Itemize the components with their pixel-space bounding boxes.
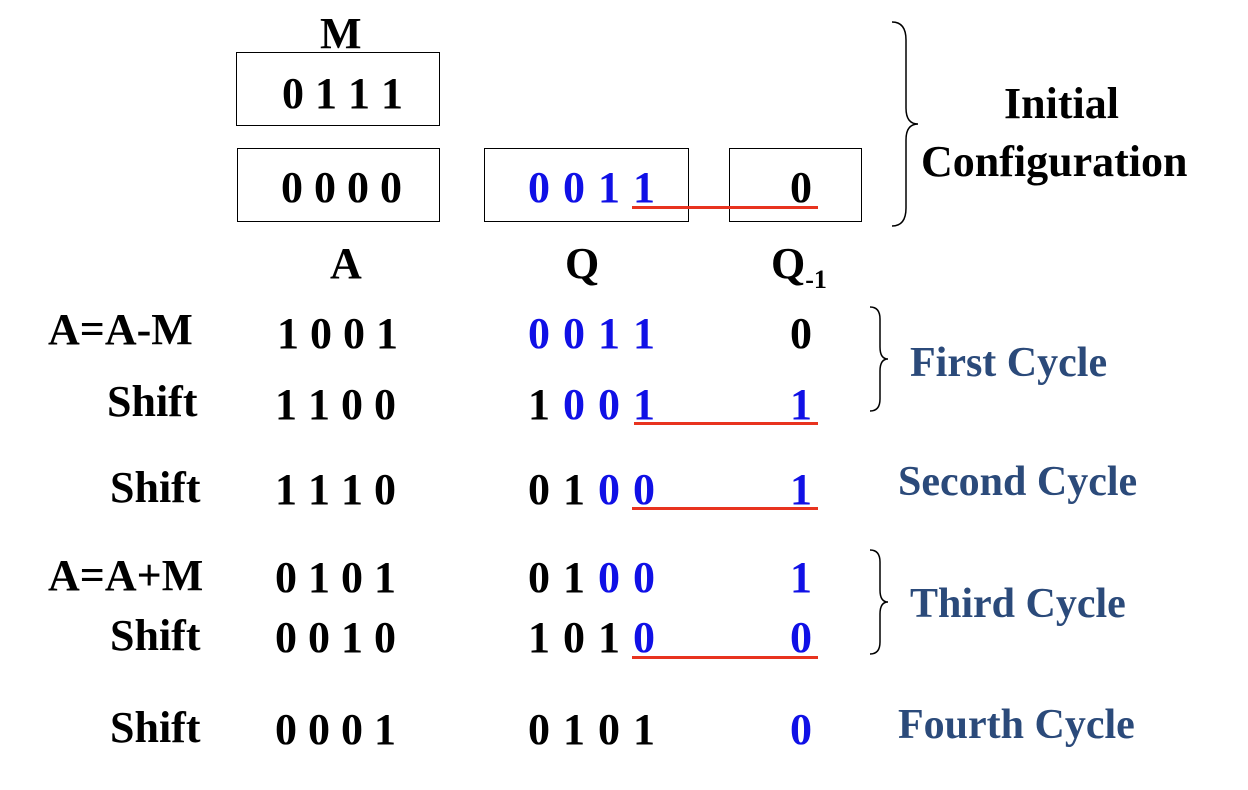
register-a-init: 0 0 0 0	[281, 163, 402, 212]
q-digit: 1	[633, 705, 655, 754]
q-digit: 1	[528, 613, 550, 662]
register-m-value: 0 1 1 1	[282, 69, 403, 118]
q-digit: 1	[633, 309, 655, 358]
initial-config-line2: Configuration	[921, 137, 1188, 186]
q-digit: 0	[528, 553, 550, 602]
register-q1-box	[729, 148, 862, 222]
register-m-box	[236, 52, 440, 126]
q-digit: 1	[563, 465, 585, 514]
row-q1-5: 0	[790, 613, 812, 662]
q-digit: 1	[563, 705, 585, 754]
row-op-5: Shift	[110, 611, 201, 660]
shift-link-1	[634, 422, 818, 425]
q-digit: 0	[633, 465, 655, 514]
q-digit: 1	[598, 613, 620, 662]
column-a-label: A	[330, 239, 362, 288]
q-digit: 0	[528, 465, 550, 514]
row-q1-2: 1	[790, 380, 812, 429]
third-cycle-label: Third Cycle	[910, 581, 1126, 627]
fourth-cycle-label: Fourth Cycle	[898, 702, 1135, 748]
q-digit: 0	[633, 613, 655, 662]
q-digit: 0	[633, 553, 655, 602]
initial-config-brace	[891, 21, 919, 227]
row-a-1: 1 0 0 1	[277, 309, 398, 358]
row-q1-6: 0	[790, 705, 812, 754]
q-digit: 0	[598, 380, 620, 429]
column-q-label: Q	[565, 239, 600, 288]
q-digit: 0	[598, 465, 620, 514]
row-op-6: Shift	[110, 703, 201, 752]
q-digit: 1	[598, 309, 620, 358]
column-q1-label: Q-1	[771, 239, 827, 294]
row-q1-1: 0	[790, 309, 812, 358]
second-cycle-label: Second Cycle	[898, 459, 1138, 505]
initial-config-line1: Initial	[1004, 79, 1119, 128]
row-op-2: Shift	[107, 377, 198, 426]
q-digit: 0	[528, 309, 550, 358]
first-cycle-label: First Cycle	[910, 340, 1108, 386]
row-q1-4: 1	[790, 553, 812, 602]
first-cycle-brace	[869, 306, 889, 412]
row-a-2: 1 1 0 0	[275, 380, 396, 429]
q-digit: 1	[563, 553, 585, 602]
row-a-6: 0 0 0 1	[275, 705, 396, 754]
q-digit: 0	[563, 380, 585, 429]
q-digit: 1	[528, 380, 550, 429]
row-op-4: A=A+M	[48, 551, 204, 600]
q-digit: 0	[598, 553, 620, 602]
q-digit: 0	[598, 705, 620, 754]
register-q-box	[484, 148, 689, 222]
row-op-1: A=A-M	[48, 305, 193, 354]
shift-link-3	[632, 656, 818, 659]
register-a-box	[237, 148, 440, 222]
q-digit: 0	[563, 309, 585, 358]
q-digit: 0	[563, 613, 585, 662]
register-m-label: M	[320, 9, 362, 58]
row-q1-3: 1	[790, 465, 812, 514]
row-a-5: 0 0 1 0	[275, 613, 396, 662]
row-a-3: 1 1 1 0	[275, 465, 396, 514]
q-digit: 1	[633, 380, 655, 429]
third-cycle-brace	[869, 549, 889, 655]
q1-subscript: -1	[805, 265, 827, 294]
row-op-3: Shift	[110, 463, 201, 512]
register-q1-init: 0	[790, 163, 812, 212]
initial-shift-link	[632, 206, 818, 209]
row-a-4: 0 1 0 1	[275, 553, 396, 602]
shift-link-2	[632, 507, 818, 510]
q-digit: 0	[528, 705, 550, 754]
